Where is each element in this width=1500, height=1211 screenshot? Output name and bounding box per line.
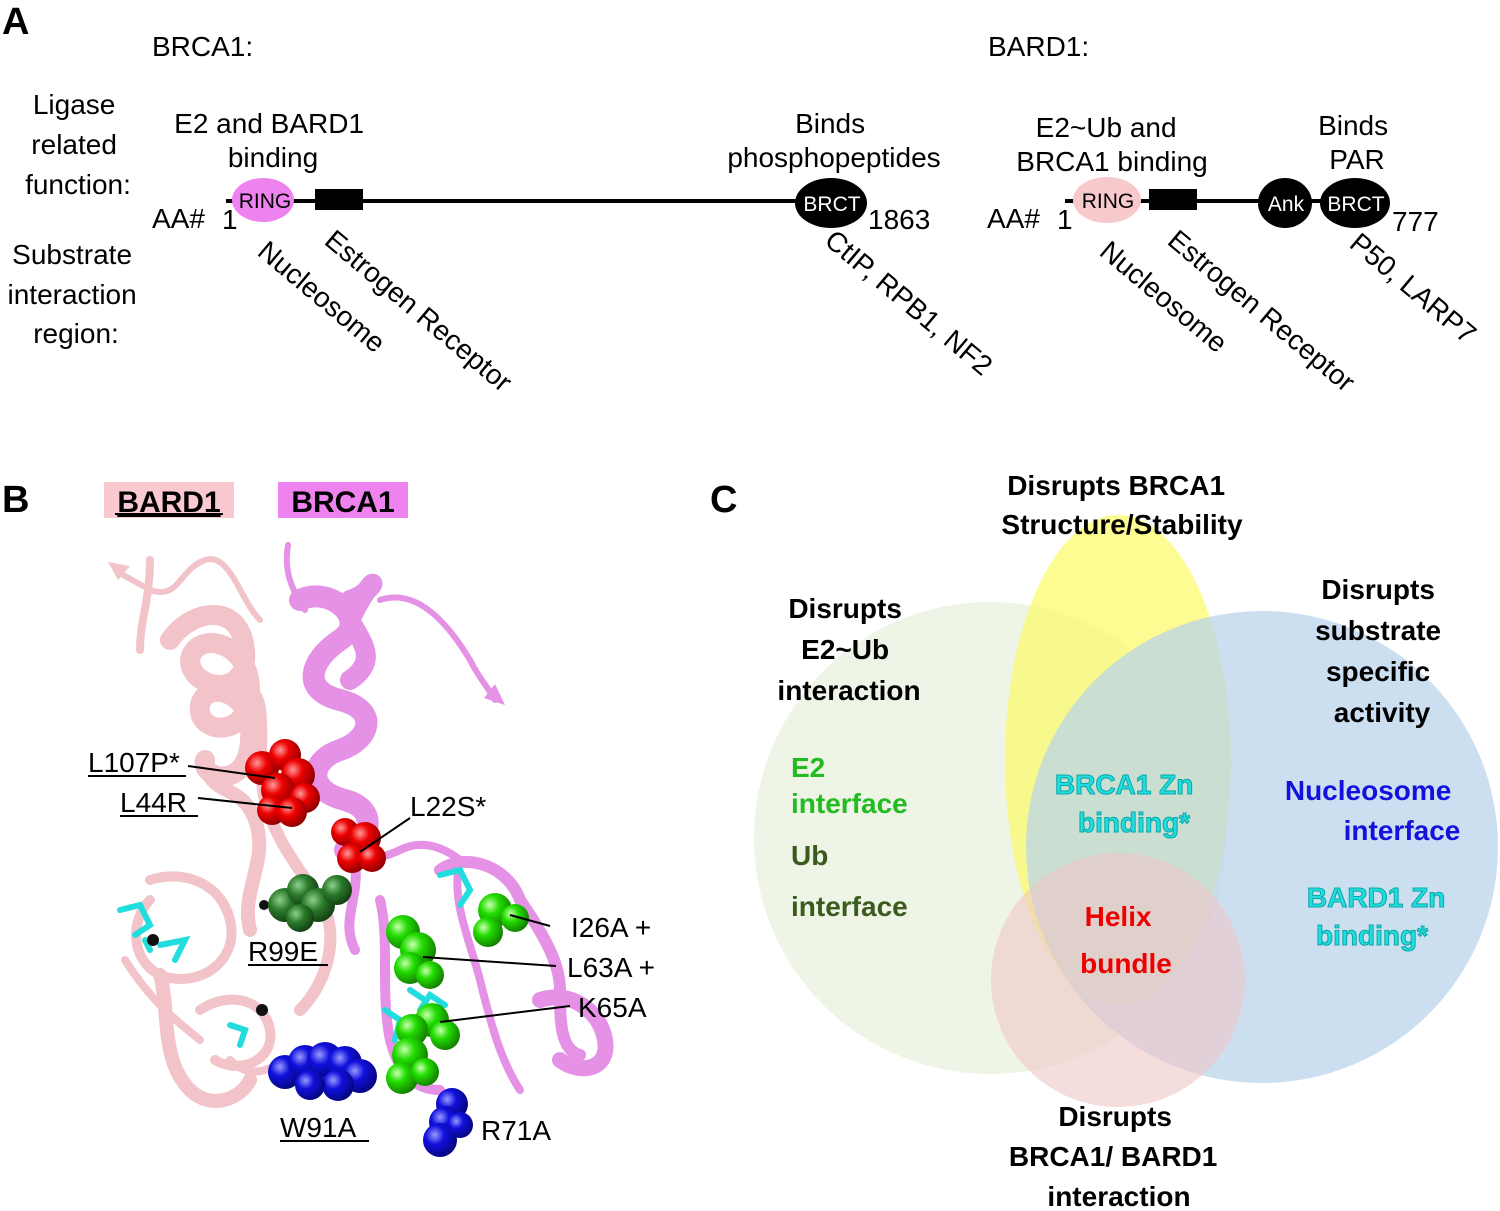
region-ub-interface: Ub interface [791, 840, 908, 922]
blue-residue-spheres [268, 1042, 473, 1157]
brca1-tag-bg [278, 482, 408, 518]
panel-b: B BARD1 BRCA1 [2, 479, 655, 1157]
bard1-ank-label: Ank [1268, 193, 1305, 216]
brca1-brct-label: BRCT [803, 193, 860, 216]
brca1-brct-domain [795, 178, 867, 228]
brca1-tag: BRCA1 [291, 486, 394, 519]
set-label-interaction: Disrupts BRCA1/ BARD1 interaction [1009, 1101, 1225, 1211]
residue-k65a: K65A [578, 992, 647, 1023]
bard1-aa-prefix: AA# [987, 203, 1040, 234]
brca1-ring-function: E2 and BARD1 binding [174, 108, 372, 173]
brca1-er-box [315, 189, 363, 210]
bard1-substrate-brct: P50, LARP7 [1344, 227, 1482, 350]
bard1-title: BARD1: [988, 31, 1089, 62]
region-brca1-zn: BRCA1 Zn binding* [1055, 769, 1201, 838]
panel-a-letter: A [2, 1, 29, 43]
venn-interaction-circle [991, 853, 1245, 1107]
bard1-domain-map: RING Ank BRCT E2~Ub and BRCA1 binding Bi… [987, 110, 1482, 398]
row-label-substrate: Substrate interaction region: [8, 239, 145, 349]
brca1-ribbon [283, 542, 614, 1095]
panel-a: A BRCA1: BARD1: Ligase related function:… [2, 1, 1482, 398]
panel-c: C Disrupts BRCA1 Structure/Stability Dis… [710, 470, 1498, 1211]
region-bard1-zn: BARD1 Zn binding* [1307, 882, 1453, 951]
row-label-ligase: Ligase related function: [25, 89, 131, 200]
region-e2-interface: E2 interface [791, 752, 908, 819]
residue-l63a: L63A + [567, 952, 655, 983]
residue-r71a: R71A [481, 1115, 551, 1146]
bard1-ring-function: E2~Ub and BRCA1 binding [1016, 112, 1207, 177]
brca1-aa-start: 1 [222, 204, 238, 235]
bard1-ring-domain [1073, 177, 1141, 223]
brca1-domain-map: RING BRCT E2 and BARD1 binding Binds pho… [152, 108, 998, 398]
residue-r99e: R99E [248, 936, 318, 967]
residue-l44r: L44R [120, 787, 187, 818]
brca1-ring-domain [232, 178, 294, 222]
dark-green-residue-spheres [268, 874, 352, 932]
brca1-brct-function: Binds phosphopeptides [727, 108, 940, 173]
set-label-substrate: Disrupts substrate specific activity [1315, 574, 1449, 728]
bard1-ribbon [108, 556, 337, 1108]
zinc-ions [147, 900, 269, 1016]
set-label-structure: Disrupts BRCA1 Structure/Stability [1001, 470, 1243, 540]
set-label-e2: Disrupts E2~Ub interaction [777, 593, 920, 706]
brca1-aa-end: 1863 [868, 204, 930, 235]
residue-w91a: W91A [280, 1112, 357, 1143]
region-nucleosome-interface: Nucleosome interface [1285, 775, 1461, 846]
venn-diagram [754, 515, 1498, 1107]
bard1-aa-end: 777 [1392, 206, 1439, 237]
brca1-ring-label: RING [239, 190, 292, 213]
bard1-ring-label: RING [1082, 190, 1135, 213]
brca1-substrate-brct: CtIP, RPB1, NF2 [819, 224, 998, 381]
region-helix-bundle: Helix bundle [1080, 901, 1172, 979]
brca1-title: BRCA1: [152, 31, 253, 62]
green-residue-spheres [386, 893, 529, 1094]
bard1-brct-domain [1320, 178, 1390, 228]
red-residue-spheres [245, 739, 386, 873]
residue-i26a: I26A + [571, 912, 651, 943]
residue-leader-lines [187, 765, 571, 1023]
bard1-er-box [1149, 189, 1197, 210]
bard1-aa-start: 1 [1057, 204, 1073, 235]
residue-l22s: L22S* [410, 791, 486, 822]
panel-b-letter: B [2, 479, 29, 521]
bard1-tag-bg [104, 482, 234, 518]
panel-c-letter: C [710, 479, 737, 521]
zinc-ligand-sticks [117, 866, 474, 1048]
residue-l107p: L107P* [88, 747, 180, 778]
bard1-brct-label: BRCT [1327, 193, 1384, 216]
brca1-aa-prefix: AA# [152, 203, 205, 234]
bard1-brct-function: Binds PAR [1318, 110, 1396, 175]
bard1-ank-domain [1258, 178, 1312, 228]
residue-labels: L107P* L44R L22S* R99E I26A + L63A + K65… [88, 747, 655, 1146]
